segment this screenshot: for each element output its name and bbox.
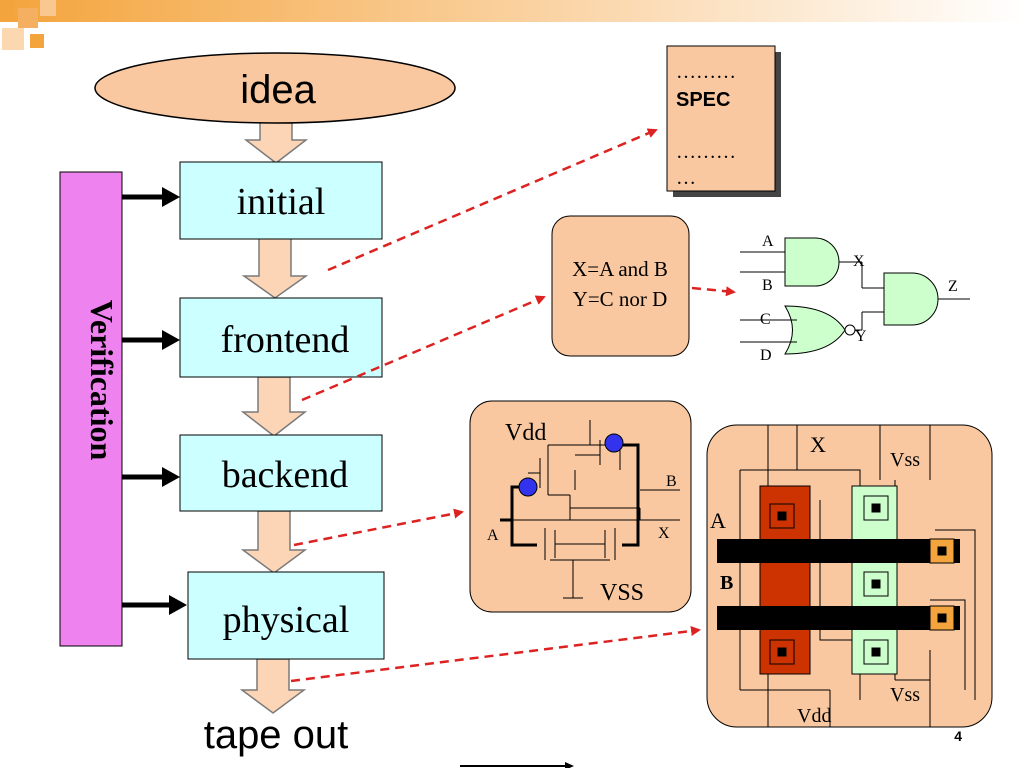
physical-label: physical [223,599,350,641]
backend-label: backend [222,454,349,496]
layout-label-vss-bottom: Vss [890,684,920,706]
layout-label-vdd: Vdd [797,705,831,727]
transistor-b: B [666,473,677,490]
initial-label: initial [237,181,326,223]
gate-label-z: Z [948,278,958,295]
connector-backend-transistor [293,508,464,547]
logic-equation-box: X=A and B Y=C nor D [551,215,690,357]
spec-dots-bottom: … [676,167,696,189]
frontend-label: frontend [221,319,350,361]
layout-label-x: X [810,432,826,457]
verification-bar: Verification [59,171,123,647]
dashed-connectors [290,128,736,683]
layout-label-vss-top: Vss [890,449,920,471]
physical-layout: X Vss A B Vss Vdd [706,424,993,728]
page-number: 4 [954,728,962,744]
backend-node: backend [179,434,383,512]
connector-logic-gates [691,286,736,297]
frontend-node: frontend [179,297,383,378]
spec-box: ……… SPEC ……… … [666,45,781,197]
spec-title: SPEC [676,89,730,111]
tape-out-label: tape out [204,713,349,757]
flow-arrows [239,117,309,714]
pmos-dot-1 [518,477,538,497]
gate-label-x: X [853,253,865,270]
gate-labels: A B C D X Y Z [760,233,958,364]
transistor-vdd: Vdd [505,420,546,446]
layout-label-a: A [710,508,726,533]
transistor-schematic: Vdd VSS A B X [469,400,692,613]
bottom-stub-arrow [460,762,574,768]
logic-eq2: Y=C nor D [573,287,668,311]
gate-label-b: B [762,277,773,294]
spec-dots-top: ……… [676,61,736,83]
verification-label: Verification [84,300,120,461]
transistor-a: A [487,527,499,544]
spec-dots-mid: ……… [676,141,736,163]
gate-diagram [740,237,970,355]
idea-node: idea [94,52,456,124]
transistor-vss: VSS [600,580,644,606]
header-decoration [0,0,1024,50]
physical-node: physical [187,571,385,660]
pmos-dot-2 [604,433,624,453]
gate-label-a: A [762,233,774,250]
gate-label-c: C [760,311,771,328]
idea-label: idea [240,68,316,112]
transistor-x: X [658,525,670,542]
gate-label-y: Y [855,328,867,345]
logic-eq1: X=A and B [572,257,668,281]
gate-label-d: D [760,347,772,364]
layout-label-b: B [720,572,733,594]
verification-arrows [122,187,187,615]
initial-node: initial [179,161,383,240]
connector-physical-layout [290,626,701,683]
